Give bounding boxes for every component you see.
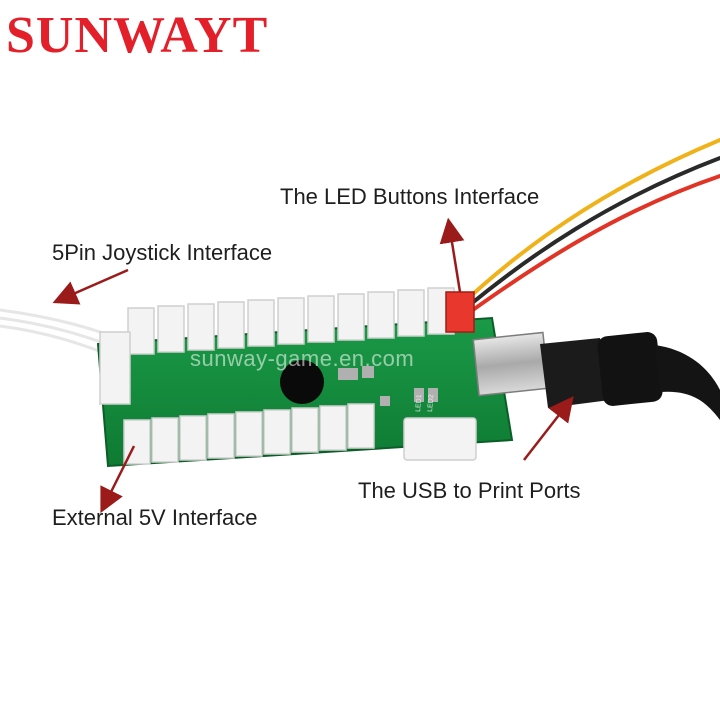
- joystick-connector: [99, 331, 131, 405]
- joystick-arrow: [52, 268, 129, 305]
- joystick-label: 5Pin Joystick Interface: [52, 240, 273, 265]
- watermark: sunway-game.en.com: [190, 346, 415, 371]
- led2-mark: LED2: [427, 394, 435, 412]
- usb-arrow: [523, 396, 574, 461]
- led-arrow: [439, 217, 465, 293]
- top-connector-row: [127, 287, 455, 355]
- callout-arrows: [52, 217, 574, 514]
- usb-cable: [472, 331, 720, 420]
- external-arrow: [100, 445, 136, 514]
- bottom-connector-row: [123, 403, 477, 465]
- external-5v-label: External 5V Interface: [52, 505, 258, 530]
- led-plug: [445, 291, 475, 333]
- controller-chip: [280, 360, 324, 404]
- led-buttons-label: The LED Buttons Interface: [280, 184, 540, 209]
- brand-logo: SUNWAYT: [6, 7, 269, 64]
- usb-ports-label: The USB to Print Ports: [358, 478, 581, 503]
- led-wires: [460, 138, 720, 314]
- led1-mark: LED1: [415, 394, 423, 412]
